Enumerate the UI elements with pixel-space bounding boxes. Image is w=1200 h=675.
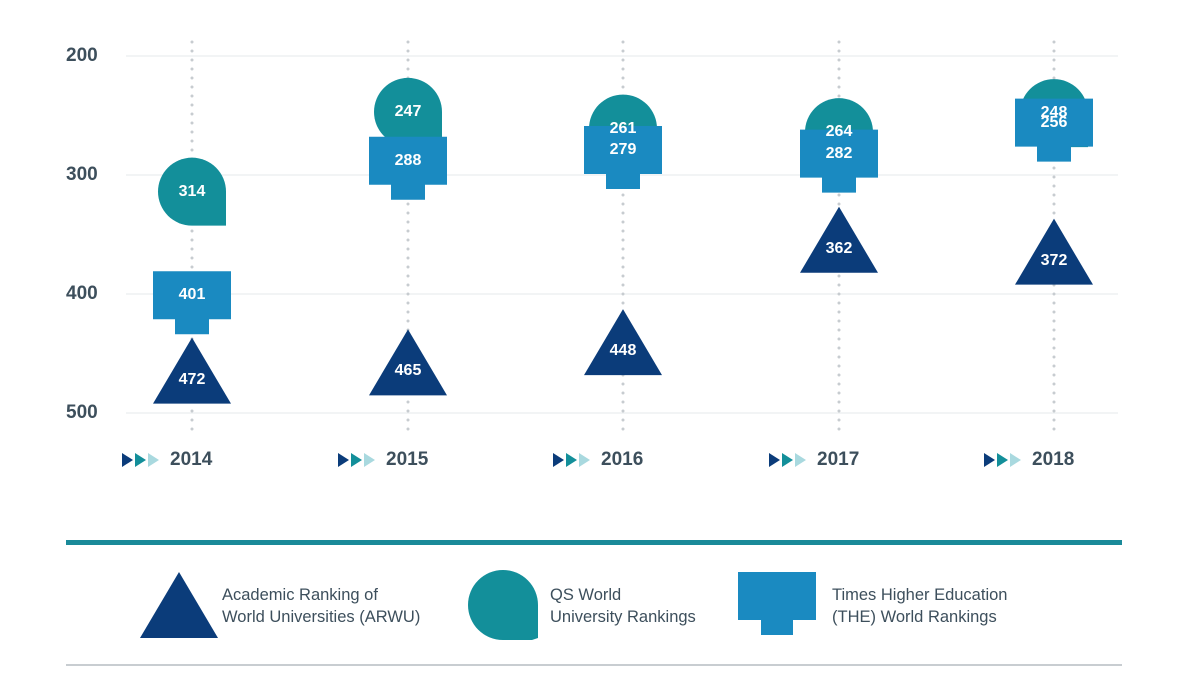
the-value-2018: 256 [1040,113,1068,131]
x-tick-label: 2015 [386,449,429,470]
legend-the-label: Times Higher Education(THE) World Rankin… [832,586,1008,626]
arrow-chevron [579,453,590,467]
arwu-value-2015: 465 [394,362,422,380]
ranking-chart [126,40,1118,438]
the-marker-2015 [369,136,447,200]
arwu-value-2016: 448 [609,342,637,360]
y-tick-label: 400 [66,283,98,304]
x-tick-label: 2016 [601,449,644,470]
arrow-chevron [769,453,780,467]
arrow-chevron [122,453,133,467]
arrow-chevron [795,453,806,467]
qs-value-2017: 264 [825,123,853,141]
arwu-marker-2014 [153,337,231,404]
x-tick-label: 2018 [1032,449,1075,470]
legend-the: Times Higher Education(THE) World Rankin… [738,566,1058,646]
y-tick-label: 200 [66,45,98,66]
arrow-chevron [351,453,362,467]
qs-marker-2015 [374,77,442,146]
arrow-chevron [338,453,349,467]
qs-marker-2014 [158,157,226,226]
qs-value-2018: 248 [1040,104,1068,122]
top-divider [66,540,1122,545]
triple-arrow-icon [553,453,590,467]
triple-arrow-icon [984,453,1021,467]
the-marker-2016 [584,126,662,190]
the-marker-2014 [153,271,231,335]
arrow-chevron [148,453,159,467]
arrow-chevron [364,453,375,467]
arrow-chevron [1010,453,1021,467]
qs-value-2014: 314 [178,182,206,200]
triple-arrow-icon [338,453,375,467]
qs-value-2015: 247 [394,102,422,120]
qs-value-2016: 261 [609,119,637,137]
arwu-value-2018: 372 [1040,251,1068,269]
the-value-2016: 279 [609,141,637,158]
y-tick-label: 500 [66,402,98,423]
the-value-2015: 288 [394,151,422,169]
arwu-marker-2018 [1015,218,1093,285]
t-shape-icon [738,572,816,635]
arrow-chevron [566,453,577,467]
arrow-chevron [997,453,1008,467]
arwu-marker-2017 [800,206,878,273]
arrow-chevron [135,453,146,467]
legend-bubble [468,570,538,640]
x-tick-label: 2014 [170,449,213,470]
arrow-chevron [984,453,995,467]
speech-bubble-icon [468,570,538,640]
x-tick-label: 2017 [817,449,860,470]
the-marker-2018 [1015,98,1093,162]
y-tick-label: 300 [66,164,98,185]
bottom-divider [66,664,1122,666]
arwu-marker-2016 [584,309,662,376]
arwu-value-2014: 472 [178,370,206,388]
arrow-chevron [782,453,793,467]
the-value-2014: 401 [178,286,206,304]
triple-arrow-icon [122,453,159,467]
arwu-value-2017: 362 [825,239,853,257]
triple-arrow-icon [769,453,806,467]
arrow-chevron [553,453,564,467]
the-marker-2017 [800,129,878,193]
legend-t-shape [738,572,816,635]
legend-triangle [140,572,218,638]
triangle-icon [140,572,218,638]
arwu-marker-2015 [369,329,447,396]
the-value-2017: 282 [825,144,853,162]
